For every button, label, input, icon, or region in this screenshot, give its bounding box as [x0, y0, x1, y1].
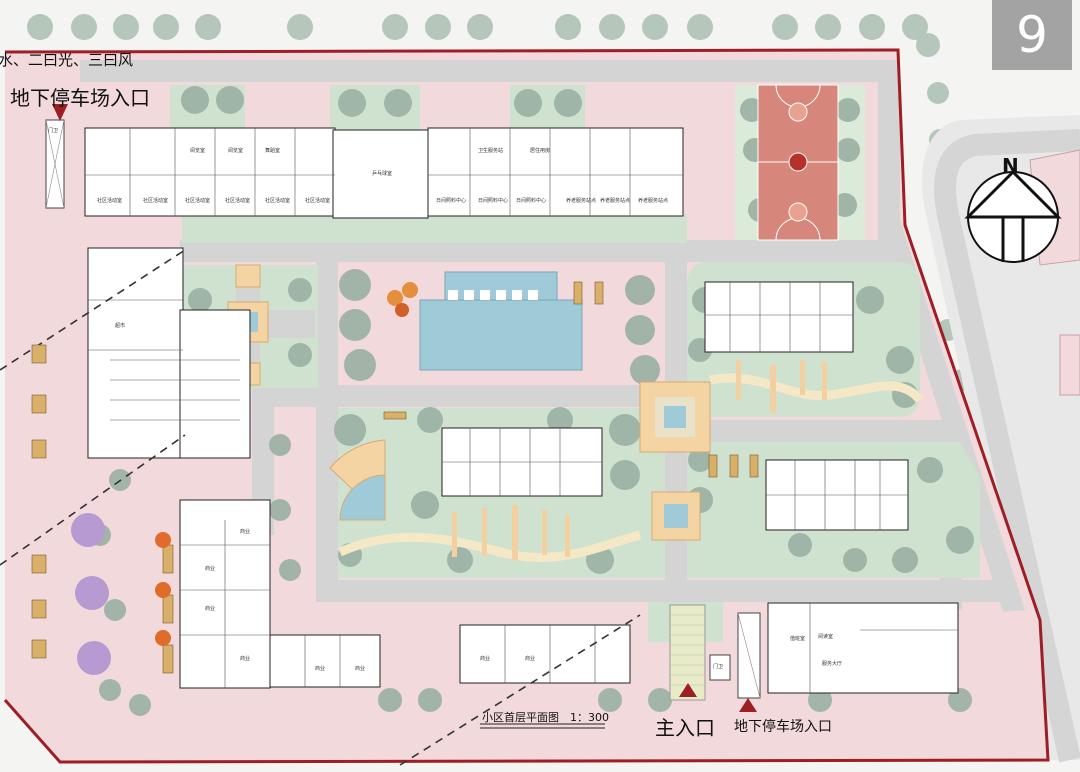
- room-label: 门卫: [48, 128, 59, 134]
- room-label: 养老服务站点: [566, 198, 597, 204]
- umbrellas: [155, 282, 418, 646]
- parking-entrance-top-label: 地下停车场入口: [10, 86, 150, 110]
- compass-north-label: N: [1002, 154, 1019, 178]
- room-label: 商业: [480, 656, 491, 662]
- winding-path-east: [709, 373, 924, 404]
- building-interiors: [85, 128, 958, 693]
- room-label: 商业: [240, 656, 251, 662]
- room-label: 商业: [205, 566, 216, 572]
- room-label: 商业: [240, 529, 251, 535]
- room-label: 养老服务站点: [600, 198, 631, 204]
- parking-top-arrow: [52, 104, 68, 121]
- room-label: 社区活动室: [143, 198, 169, 204]
- room-label: 阅读室: [818, 634, 834, 640]
- parking-entrance-bottom-label: 地下停车场入口: [734, 719, 832, 735]
- room-label: 社区活动室: [225, 198, 251, 204]
- room-label: 超市: [115, 323, 126, 329]
- room-label: 社区活动室: [97, 198, 123, 204]
- room-label: 社区活动室: [305, 198, 331, 204]
- room-label: 养老服务站点: [638, 198, 669, 204]
- swimming-pool: [419, 271, 583, 371]
- room-label: 服务大厅: [822, 661, 843, 667]
- room-label: 商业: [355, 666, 366, 672]
- parking-bottom-arrow: [739, 698, 757, 712]
- room-label: 日间照料中心: [436, 198, 467, 204]
- pergola-posts: [452, 360, 827, 560]
- room-label: 商业: [315, 666, 326, 672]
- section-lines: [0, 249, 641, 766]
- flowering-trees: [71, 513, 111, 675]
- room-label: 阅览室: [228, 148, 244, 154]
- room-label: 居住用房: [530, 148, 551, 154]
- room-label: 乒乓球室: [372, 171, 393, 177]
- landscape-trees: [89, 86, 974, 716]
- compass: [964, 169, 1062, 263]
- benches: [31, 281, 759, 674]
- basketball-court: [757, 84, 839, 241]
- plan-title: 小区首层平面图 1：300: [482, 711, 609, 724]
- page-number: 9: [992, 0, 1072, 70]
- room-label: 阅览室: [190, 148, 206, 154]
- room-label: 社区活动室: [265, 198, 291, 204]
- room-label: 日间照料中心: [516, 198, 547, 204]
- winding-path: [338, 530, 642, 562]
- room-label: 门卫: [713, 664, 724, 670]
- fountain-plazas: [185, 264, 711, 541]
- room-label: 值班室: [790, 636, 806, 642]
- main-entrance-arrow: [679, 683, 697, 697]
- room-label: 日间照料中心: [478, 198, 509, 204]
- room-label: 社区活动室: [185, 198, 211, 204]
- room-label: 商业: [525, 656, 536, 662]
- main-entrance-label: 主入口: [655, 716, 715, 740]
- principle-text: 水、二曰光、三曰风: [0, 51, 134, 69]
- room-label: 商业: [205, 606, 216, 612]
- room-label: 舞蹈室: [265, 148, 281, 154]
- room-label: 卫生服务站: [478, 148, 504, 154]
